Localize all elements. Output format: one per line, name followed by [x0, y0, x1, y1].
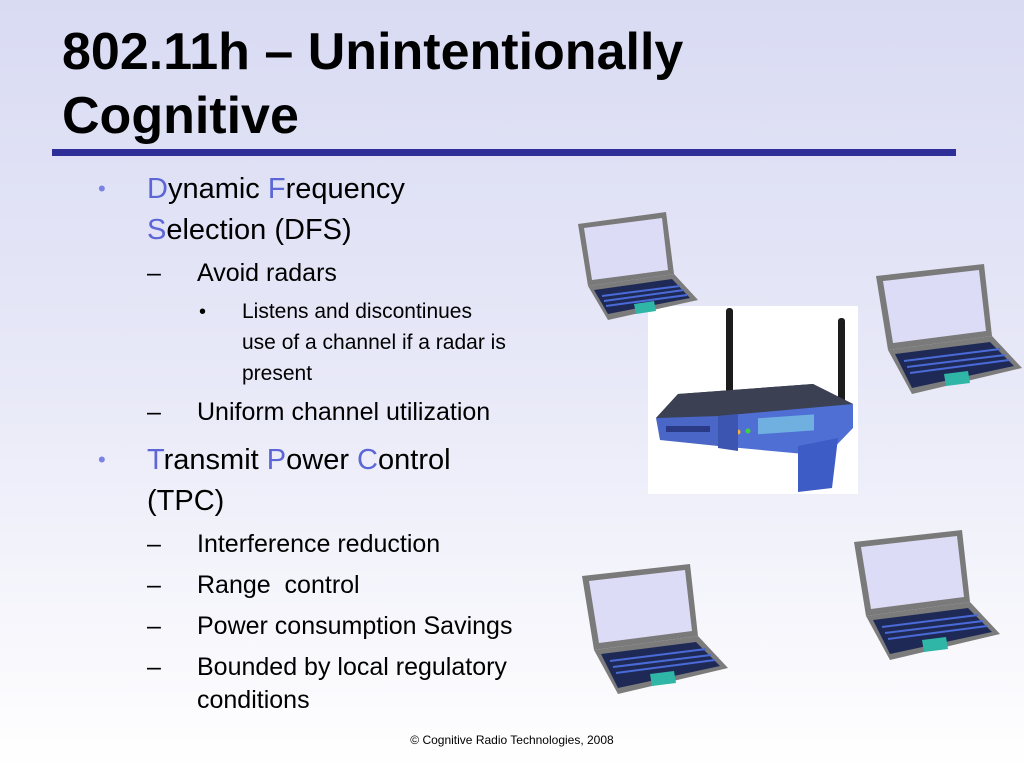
- bullet-dfs-line2: Selection (DFS): [147, 211, 352, 249]
- tpc-letter-c: C: [357, 444, 378, 476]
- dash-mark: –: [147, 398, 161, 426]
- tpc-text-ontrol: ontrol: [378, 444, 451, 476]
- tpc-text-ransmit: ransmit: [163, 444, 267, 476]
- sub-power-savings: Power consumption Savings: [197, 612, 513, 640]
- bullet-dfs-line1: Dynamic Frequency: [147, 170, 405, 208]
- sub-avoid-radars: Avoid radars: [197, 259, 337, 287]
- dfs-letter-s: S: [147, 214, 167, 246]
- detail-line-3: present: [242, 362, 313, 385]
- title-line-2: Cognitive: [62, 87, 299, 145]
- bullet-tpc-line1: Transmit Power Control: [147, 441, 451, 479]
- bullet-dot: •: [98, 447, 106, 472]
- dash-mark: –: [147, 653, 161, 681]
- sub-regulatory-line2: conditions: [197, 686, 310, 714]
- dash-mark: –: [147, 530, 161, 558]
- dfs-text-ynamic: ynamic: [167, 173, 268, 205]
- title-line-1: 802.11h – Unintentionally: [62, 23, 684, 81]
- sub-range-control: Range control: [197, 571, 360, 599]
- sub-regulatory-line1: Bounded by local regulatory: [197, 653, 507, 681]
- bullet-dot-small: •: [199, 301, 207, 323]
- tpc-text-ower: ower: [286, 444, 358, 476]
- wireless-router-icon: [648, 306, 858, 494]
- sub-interference: Interference reduction: [197, 530, 441, 558]
- dfs-letter-f: F: [267, 173, 286, 205]
- dfs-text-election: election (DFS): [166, 214, 352, 246]
- laptop-icon: [850, 528, 1002, 664]
- slide-title: 802.11h – Unintentionally Cognitive: [62, 20, 962, 148]
- sub-uniform-channel: Uniform channel utilization: [197, 398, 491, 426]
- title-underline: [52, 149, 956, 156]
- detail-line-1: Listens and discontinues: [242, 300, 472, 323]
- laptop-icon: [574, 210, 702, 322]
- bullet-dot: •: [98, 176, 106, 201]
- dash-mark: –: [147, 259, 161, 287]
- tpc-letter-t: T: [147, 444, 164, 476]
- detail-line-2: use of a channel if a radar is: [242, 331, 506, 354]
- copyright-footer: © Cognitive Radio Technologies, 2008: [410, 733, 614, 747]
- tpc-letter-p: P: [266, 444, 287, 476]
- laptop-icon: [872, 262, 1024, 398]
- dash-mark: –: [147, 612, 161, 640]
- bullet-tpc-line2: (TPC): [147, 485, 225, 517]
- laptop-icon: [578, 562, 730, 698]
- dfs-letter-d: D: [147, 173, 168, 205]
- dfs-text-requency: requency: [285, 173, 405, 205]
- dash-mark: –: [147, 571, 161, 599]
